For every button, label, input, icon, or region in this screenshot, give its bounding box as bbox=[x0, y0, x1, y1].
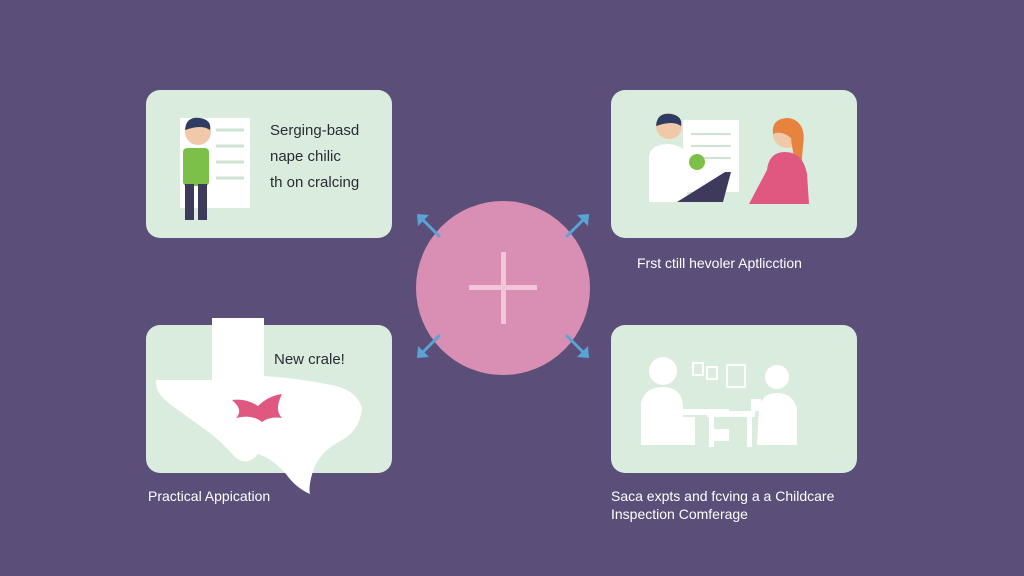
drawer bbox=[669, 429, 695, 433]
caption-bottom-left: Practical Appication bbox=[148, 488, 271, 504]
wall-frame bbox=[692, 362, 704, 376]
arrow-down-left-icon bbox=[417, 334, 441, 358]
drawer bbox=[669, 421, 695, 425]
card-bottom-right bbox=[611, 325, 857, 473]
adult-body bbox=[649, 144, 687, 202]
map-highlight-region bbox=[232, 394, 282, 422]
person-head bbox=[649, 357, 677, 385]
child-leg bbox=[185, 184, 194, 220]
card-top-right bbox=[611, 90, 857, 238]
center-hub bbox=[416, 201, 590, 375]
caption-bottom-right-line1: Saca expts and fcving a a Childcare bbox=[611, 488, 835, 504]
table-top bbox=[669, 409, 729, 415]
child-dress bbox=[749, 152, 809, 204]
person-head bbox=[765, 365, 789, 389]
child-leg bbox=[198, 184, 207, 220]
arrow-down-right-icon bbox=[565, 334, 589, 358]
caption-bottom-right-line2: Inspection Comferage bbox=[611, 506, 748, 522]
child-hair bbox=[185, 117, 211, 130]
wall-frame bbox=[726, 364, 746, 388]
card-text-line: Serging-basd bbox=[270, 122, 360, 139]
state-map-illustration bbox=[155, 318, 362, 494]
child-with-chart-illustration bbox=[180, 117, 250, 220]
card-text-line: nape chilic bbox=[270, 148, 341, 165]
laptop-icon bbox=[677, 172, 731, 202]
card-text-block: Serging-basd nape chilic th on cralcing bbox=[270, 118, 359, 196]
meeting-illustration bbox=[641, 357, 797, 447]
caption-top-right: Frst ctill hevoler Aptlicction bbox=[637, 255, 802, 271]
card-top-left: Serging-basd nape chilic th on cralcing bbox=[146, 90, 392, 238]
arrow-up-left-icon bbox=[417, 214, 441, 238]
card-text-line: th on cralcing bbox=[270, 174, 360, 191]
table-leg bbox=[747, 415, 752, 447]
toy-object bbox=[689, 154, 705, 170]
held-document bbox=[751, 399, 761, 411]
wall-frame bbox=[706, 366, 718, 380]
chair-seat bbox=[713, 429, 729, 441]
teacher-and-child-illustration bbox=[649, 113, 809, 204]
adult-hair bbox=[656, 113, 682, 126]
table-top bbox=[707, 411, 755, 417]
arrow-up-right-icon bbox=[565, 214, 589, 238]
person-body bbox=[641, 387, 695, 445]
table-leg bbox=[709, 415, 714, 447]
person-body bbox=[757, 393, 797, 445]
plus-icon bbox=[469, 252, 537, 324]
child-shirt bbox=[183, 148, 209, 186]
card-label: New crale! bbox=[274, 351, 345, 368]
